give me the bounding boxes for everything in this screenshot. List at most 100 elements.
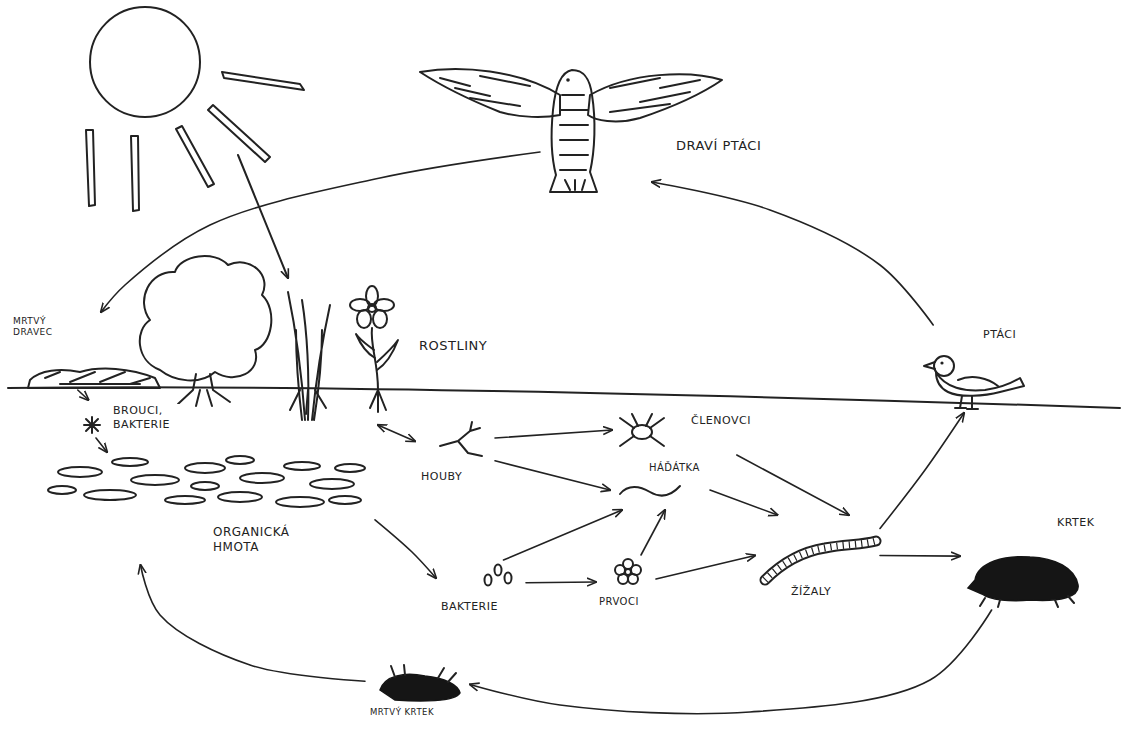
organic-piece	[112, 458, 148, 466]
mole-feet	[980, 596, 1074, 607]
organism-label: HÁĎÁTKA	[648, 462, 701, 475]
protozoan-lobe	[628, 574, 638, 584]
organic-piece	[131, 475, 179, 485]
organism-group: MRTVÝ DRAVEC	[8, 312, 163, 390]
organism-label: PTÁCI	[982, 328, 1017, 342]
bacterium	[505, 573, 512, 584]
food-chain-arrow	[737, 455, 849, 515]
sun	[90, 7, 200, 117]
food-chain-arrow	[495, 461, 610, 490]
food-chain-arrow	[470, 610, 992, 714]
organism-label: MRTVÝ DRAVEC	[12, 316, 66, 339]
dead-mole-feet	[391, 665, 456, 682]
organism-group: PRVOCI	[596, 555, 656, 615]
organism-group: KRTEK	[960, 512, 1118, 610]
sun-ray	[131, 136, 139, 211]
organic-piece	[226, 456, 254, 464]
organic-piece	[310, 479, 354, 489]
bacterium	[495, 565, 502, 576]
bird-beak	[924, 362, 935, 369]
organism-label: MRTVÝ KRTEK	[369, 707, 435, 718]
food-chain-arrow	[656, 556, 755, 580]
hawk-body	[550, 70, 597, 192]
earthworm-segments	[765, 541, 876, 580]
organic-piece	[276, 497, 324, 507]
organic-matter	[48, 456, 365, 507]
organism-label: KRTEK	[1056, 516, 1095, 530]
organism-label: BROUCI, BAKTERIE	[112, 404, 194, 432]
sun-ray	[176, 126, 214, 187]
organic-piece	[185, 463, 225, 473]
organism-label: PRVOCI	[598, 596, 640, 609]
sun-ray	[86, 130, 95, 206]
organic-piece	[240, 473, 284, 483]
connector-group	[78, 152, 992, 714]
organism-group: MRTVÝ KRTEK	[365, 662, 470, 726]
food-chain-arrow	[96, 438, 107, 452]
food-chain-arrow	[78, 390, 89, 400]
protozoan-lobe	[615, 565, 625, 575]
bird-body	[936, 372, 1024, 396]
organism-group: ROSTLINY	[135, 255, 492, 425]
fungi	[440, 422, 482, 456]
organism-group: ŽÍŽALY	[755, 515, 880, 605]
bacterium	[485, 575, 492, 586]
bird-legs	[955, 396, 978, 409]
flower-petal	[357, 310, 371, 328]
beetle	[84, 417, 100, 433]
sun-ray	[222, 72, 304, 90]
sun-ray	[208, 105, 270, 162]
flower-petal	[374, 299, 394, 311]
flower-petal	[350, 299, 370, 311]
tree-trunk	[178, 374, 230, 406]
tree-crown	[140, 256, 272, 380]
dead-mole	[380, 674, 460, 701]
food-chain-arrow	[880, 413, 964, 529]
organism-group: DRAVÍ PTÁCI	[540, 62, 820, 182]
food-chain-arrow	[495, 430, 612, 438]
organism-group: HÁĎÁTKA	[610, 460, 710, 510]
organic-piece	[84, 490, 136, 500]
sunlight-arrow	[238, 155, 288, 278]
food-chain-arrow	[652, 182, 933, 325]
organism-label: DRAVÍ PTÁCI	[675, 138, 762, 154]
organism-group: ORGANICKÁ HMOTA	[40, 452, 375, 565]
organic-piece	[218, 492, 262, 502]
food-chain-arrow	[710, 490, 778, 515]
organism-label: BAKTERIE	[440, 600, 499, 614]
food-chain-arrow	[141, 565, 366, 681]
organic-piece	[165, 496, 205, 504]
food-chain-arrow	[641, 510, 665, 555]
hawk-wing	[420, 69, 560, 117]
mole	[968, 557, 1078, 601]
nematode	[620, 486, 680, 496]
food-chain-arrow	[378, 425, 415, 441]
grass	[288, 292, 330, 420]
flower-leaf	[356, 334, 398, 370]
grass-roots	[290, 390, 326, 414]
food-chain-arrow	[375, 520, 436, 578]
food-chain-arrow	[526, 581, 596, 583]
protozoan	[615, 559, 641, 584]
hawk-pattern	[560, 95, 588, 190]
organic-piece	[58, 467, 102, 477]
arthropod	[632, 425, 652, 439]
organic-piece	[335, 464, 365, 472]
dead-predator	[28, 369, 160, 388]
organism-group: HOUBY	[415, 425, 495, 490]
organism-group: ČLENOVCI	[612, 405, 772, 455]
arthropod-legs	[620, 414, 664, 446]
organic-piece	[284, 462, 320, 470]
flower-petal	[373, 310, 387, 328]
earthworm	[765, 541, 876, 580]
flower-roots	[370, 390, 386, 412]
organism-label: HOUBY	[420, 470, 463, 484]
bird-eye	[940, 361, 943, 364]
flower-stem	[372, 328, 378, 390]
food-chain-arrow	[101, 152, 540, 312]
organism-label: ŽÍŽALY	[790, 585, 832, 599]
organic-piece	[191, 482, 219, 490]
